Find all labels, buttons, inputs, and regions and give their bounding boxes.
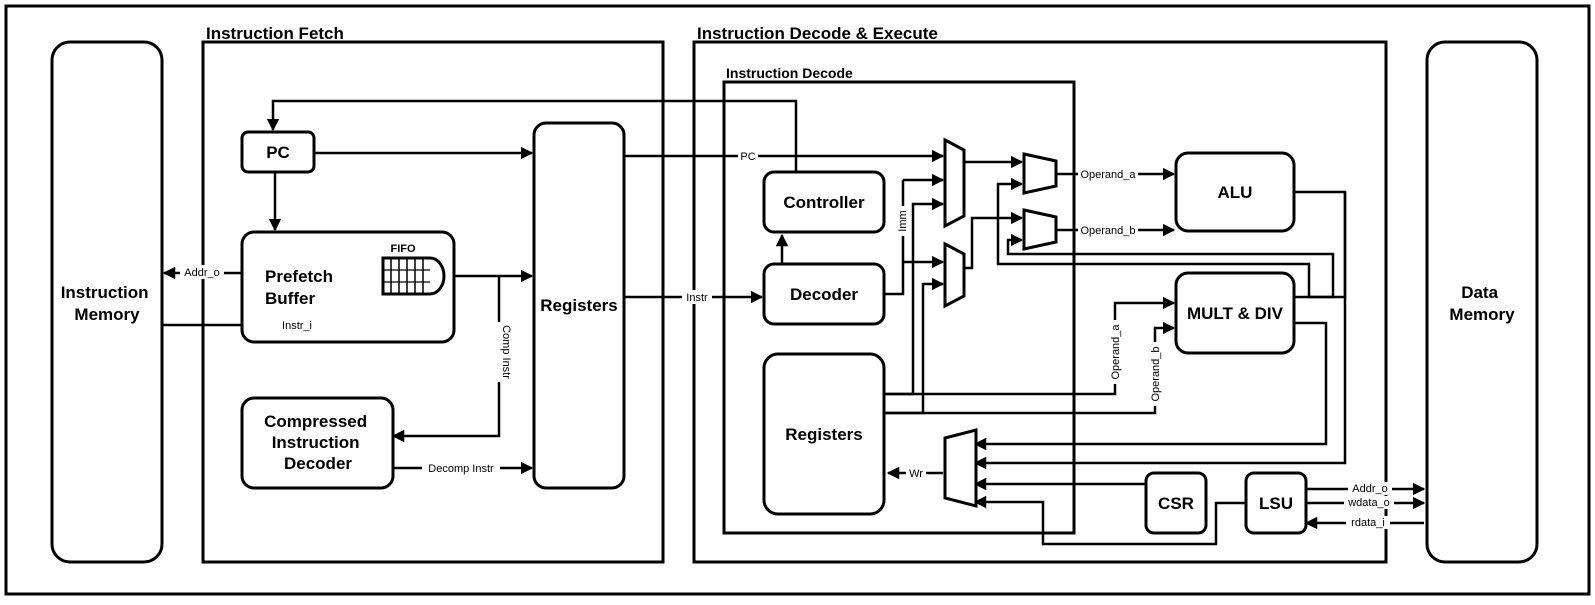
- controller-block: [762, 170, 886, 234]
- operand-b-mux: [943, 241, 966, 309]
- register-file-block: [762, 352, 886, 516]
- prefetch-buffer-label: Prefetch Buffer: [265, 267, 338, 308]
- lsu-block: [1244, 471, 1308, 535]
- multdiv-label: MULT & DIV: [1187, 304, 1284, 323]
- wr-label: Wr: [909, 468, 923, 480]
- data-memory-block: [1425, 40, 1539, 564]
- md-operand-b-wire: [884, 321, 1176, 415]
- signal-labels: Addr_o Instr_i Comp Instr Decomp Instr P…: [180, 149, 1394, 529]
- fifo-label: FIFO: [390, 243, 415, 255]
- pc-block: [240, 130, 316, 174]
- multdiv-forward-wire: [1006, 233, 1335, 299]
- rf-to-mux-a-wire: [884, 197, 945, 396]
- md-operand-b-label: Operand_b: [1150, 346, 1162, 401]
- data-memory-label: Data Memory: [1449, 283, 1515, 324]
- csr-block: [1144, 471, 1208, 535]
- decoder-block: [762, 262, 886, 326]
- decomp-instr-label: Decomp Instr: [428, 463, 494, 475]
- multdiv-block: [1174, 271, 1296, 355]
- instruction-fetch-title: Instruction Fetch: [206, 24, 344, 43]
- multdiv-wb-wire: [973, 321, 1328, 451]
- lsu-wb-wire: [973, 495, 1245, 546]
- fifo: [381, 256, 446, 296]
- instruction-memory-label: Instruction Memory: [61, 283, 154, 324]
- writeback-mux: [943, 428, 978, 508]
- pc-signal-label: PC: [740, 151, 755, 163]
- addr-o-label: Addr_o: [184, 267, 219, 279]
- instruction-fetch-frame: [201, 40, 665, 564]
- md-operand-a-wire: [884, 296, 1176, 396]
- lsu-label: LSU: [1259, 494, 1293, 513]
- pc-feedback-wire: [266, 99, 798, 171]
- instruction-memory-block: [50, 40, 164, 564]
- lsu-wdata-label: wdata_o: [1347, 497, 1390, 509]
- outer-frame: [4, 4, 1591, 596]
- instruction-decode-frame: [722, 80, 1076, 535]
- operand-a-mux: [943, 137, 966, 229]
- mux-b-out-wire: [962, 211, 1024, 270]
- instr-signal-label: Instr: [686, 292, 708, 304]
- alu-wb-wire: [973, 192, 1347, 470]
- imm-wire: [884, 180, 905, 296]
- alu-operand-b-mux: [1022, 208, 1058, 251]
- register-file-label: Registers: [785, 425, 862, 444]
- decode-execute-title: Instruction Decode & Execute: [697, 24, 938, 43]
- comp-instr-label: Comp Instr: [500, 325, 512, 379]
- instr-i-label: Instr_i: [282, 320, 312, 332]
- operand-b-label: Operand_b: [1080, 225, 1135, 237]
- if-registers-label: Registers: [540, 296, 617, 315]
- alu-operand-a-mux: [1022, 152, 1058, 195]
- pc-label: PC: [266, 143, 290, 162]
- lsu-addr-label: Addr_o: [1352, 483, 1387, 495]
- operand-a-label: Operand_a: [1080, 169, 1136, 181]
- csr-label: CSR: [1158, 494, 1194, 513]
- alu-block: [1174, 151, 1296, 233]
- lsu-rdata-label: rdata_i: [1351, 517, 1385, 529]
- imm-label: Imm: [897, 210, 909, 231]
- if-registers-block: [532, 121, 626, 490]
- decoder-label: Decoder: [790, 285, 858, 304]
- controller-label: Controller: [783, 193, 865, 212]
- compressed-decoder-block: [240, 396, 395, 490]
- alu-label: ALU: [1218, 183, 1253, 202]
- compressed-decoder-label: Compressed Instruction Decoder: [264, 412, 372, 473]
- instruction-decode-title: Instruction Decode: [726, 65, 853, 81]
- md-operand-a-label: Operand_a: [1110, 324, 1122, 380]
